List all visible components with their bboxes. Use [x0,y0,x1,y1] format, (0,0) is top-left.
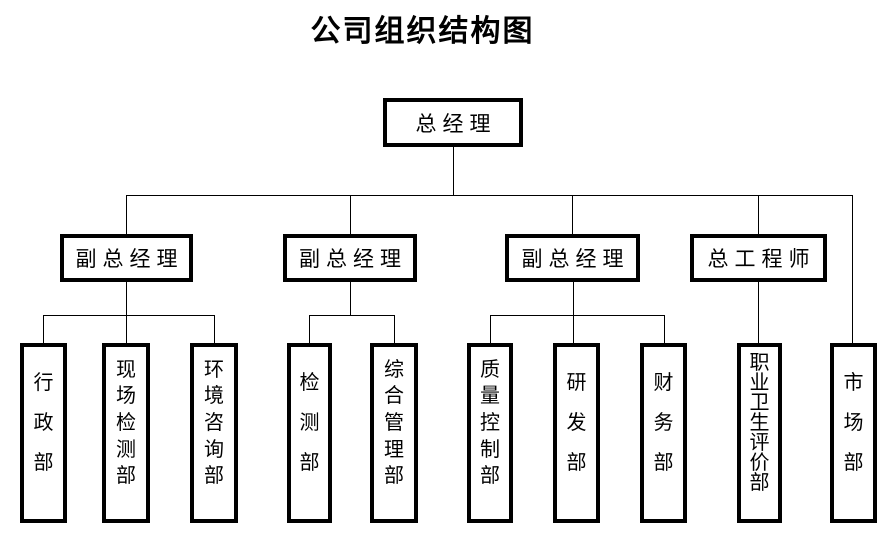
node-label: 研发部 [566,372,587,474]
connector-drop-m2 [350,195,351,234]
connector-g1-drop-1 [43,315,44,343]
node-dept-quality-control: 质量控制部 [467,343,513,523]
connector-g1-stem [126,282,127,315]
connector-g2-drop-2 [394,315,395,343]
node-dept-occupational-health-evaluation: 职业卫生评价部 [737,343,782,523]
node-label: 财务部 [653,372,674,474]
connector-g3-rail [490,315,664,316]
connector-g3-drop-3 [664,315,665,343]
connector-g2-drop-1 [309,315,310,343]
node-dept-testing: 检测部 [287,343,332,523]
connector-g2-rail [309,315,394,316]
node-label: 市场部 [843,372,864,474]
connector-g2-stem [350,282,351,315]
node-label: 总经理 [415,111,497,136]
connector-drop-m1 [126,195,127,234]
node-label: 质量控制部 [480,358,500,488]
connector-drop-marketing [852,195,853,343]
node-dept-general-management: 综合管理部 [370,343,418,523]
node-dept-site-testing: 现场检测部 [102,343,150,523]
node-label: 行政部 [33,372,54,474]
connector-root-drop [453,147,454,195]
connector-drop-m4 [758,195,759,234]
node-label: 环境咨询部 [204,358,224,488]
node-label: 副总经理 [75,247,184,271]
node-label: 总工程师 [707,247,816,271]
node-dept-research-development: 研发部 [553,343,600,523]
node-label: 副总经理 [521,247,630,271]
connector-g1-drop-2 [126,315,127,343]
node-label: 副总经理 [299,247,407,271]
node-dept-environmental-consulting: 环境咨询部 [190,343,238,523]
connector-g1-rail [43,315,214,316]
node-general-manager: 总经理 [383,98,523,147]
node-deputy-general-manager-1: 副总经理 [60,234,193,282]
connector-top-rail [126,195,853,196]
node-dept-marketing: 市场部 [830,343,877,523]
connector-g1-drop-3 [214,315,215,343]
node-chief-engineer: 总工程师 [690,234,827,282]
connector-g3-drop-2 [573,315,574,343]
connector-g3-drop-1 [490,315,491,343]
node-label: 职业卫生评价部 [749,352,770,494]
connector-drop-m3 [572,195,573,234]
node-label: 综合管理部 [384,358,404,488]
node-dept-administration: 行政部 [20,343,67,523]
node-deputy-general-manager-3: 副总经理 [505,234,640,282]
node-label: 检测部 [299,372,320,474]
connector-g3-stem [573,282,574,315]
connector-g4-stem [758,282,759,343]
node-deputy-general-manager-2: 副总经理 [283,234,417,282]
chart-title: 公司组织结构图 [310,15,535,48]
node-label: 现场检测部 [116,358,136,488]
node-dept-finance: 财务部 [640,343,687,523]
